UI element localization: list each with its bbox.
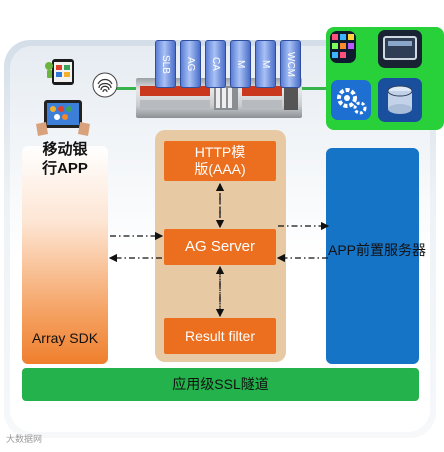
array-sdk-label: Array SDK [31,330,99,346]
database-icon [378,78,422,122]
globe-app-icon [330,31,356,63]
gear-icon [331,80,371,120]
monitor-icon [378,30,422,68]
tablet-icon [44,58,78,88]
appliance-card: CA [205,40,226,88]
app-frontend-server-column [326,148,419,364]
hand-tablet-icon [36,98,90,138]
ssl-tunnel-bar: 应用级SSL隧道 [22,368,419,401]
watermark: 大数据网 [6,434,43,444]
mobile-banking-app-label: 移动银 行APP [42,141,88,177]
result-filter-box: Result filter [164,318,276,354]
appliance-card: SLB [155,40,176,88]
mobile-app-column [22,146,108,364]
http-module-box: HTTP模 版(AAA) [164,141,276,181]
appliance-card: AG [180,40,201,88]
app-frontend-server-label: APP前置服务器 [327,242,426,258]
appliance-card: M [230,40,251,88]
appliance-card: M [255,40,276,88]
appliance-card: WCM [280,40,301,88]
ag-server-box: AG Server [164,229,276,265]
fingerprint-icon [92,72,118,98]
